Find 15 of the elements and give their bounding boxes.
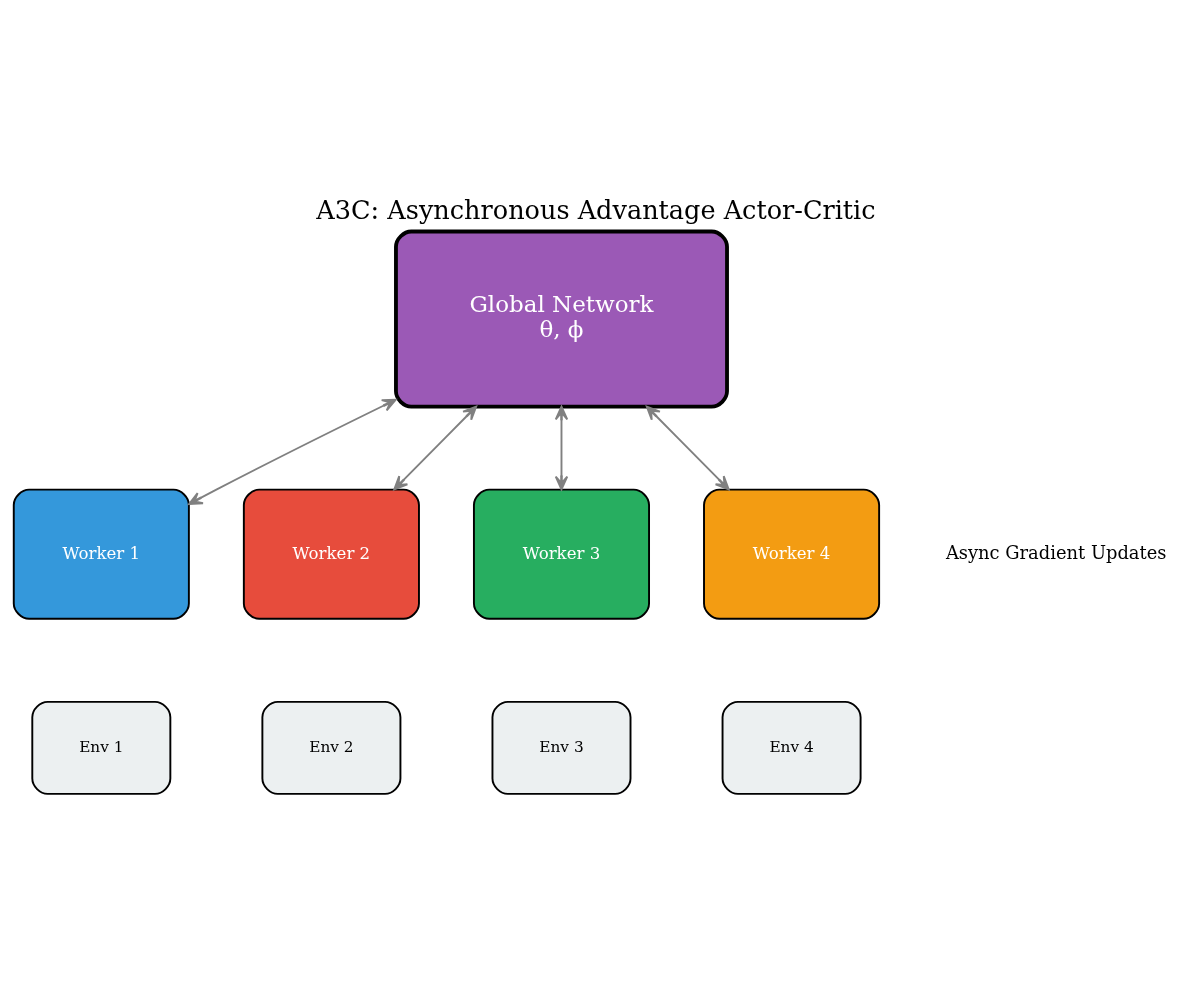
arrow [554, 405, 569, 491]
node-box: Env 1 [31, 700, 172, 795]
node-box: Env 4 [721, 700, 862, 795]
node-box: Global Network θ, ϕ [394, 229, 729, 409]
arrow [188, 398, 397, 506]
arrow [645, 405, 730, 491]
node-box: Env 3 [491, 700, 632, 795]
node-box: Worker 1 [12, 488, 190, 620]
diagram-title: A3C: Asynchronous Advantage Actor-Critic [316, 194, 876, 225]
node-box: Worker 3 [472, 488, 650, 620]
node-box: Worker 2 [242, 488, 420, 620]
node-box: Env 2 [261, 700, 402, 795]
arrow [393, 405, 478, 491]
label: Async Gradient Updates [945, 541, 1167, 563]
node-box: Worker 4 [703, 488, 881, 620]
